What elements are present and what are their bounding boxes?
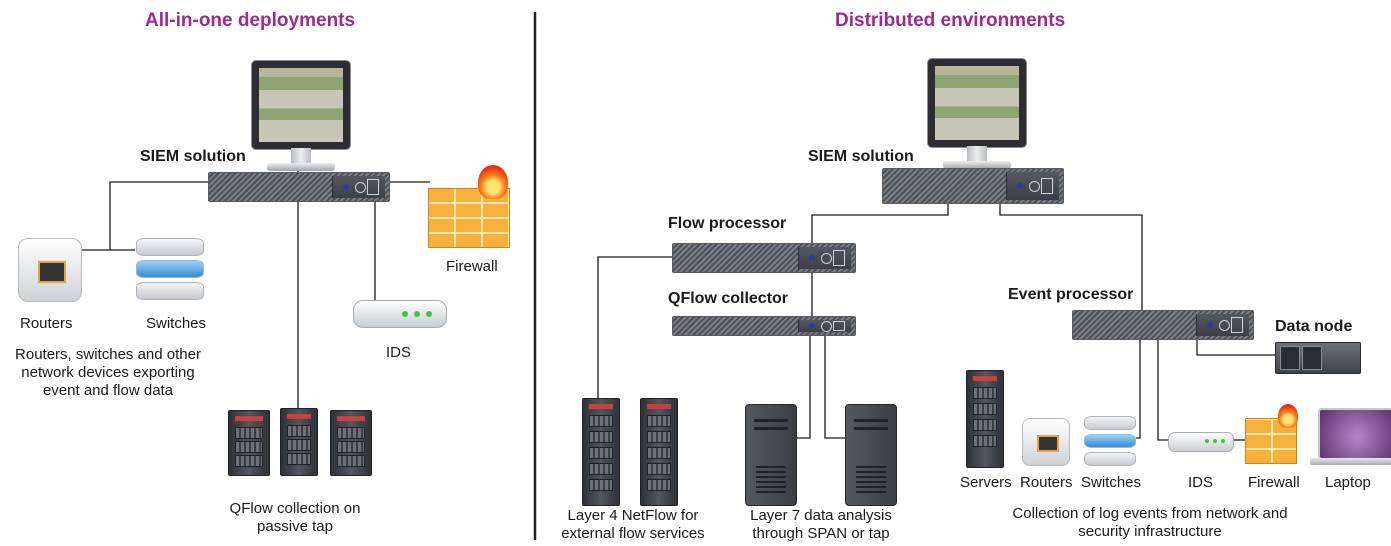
right-ids-label: IDS (1188, 474, 1214, 491)
left-firewall-label: Firewall (446, 258, 498, 275)
line-event-switches (1136, 338, 1141, 439)
layer4-caption: Layer 4 NetFlow for external flow servic… (561, 507, 705, 542)
qflow-collector-label: QFlow collector (668, 290, 789, 307)
left-ids-icon (353, 300, 447, 328)
line-siem-routers (78, 181, 208, 251)
laptop-icon (1310, 408, 1391, 466)
qflow-collector-server-icon (672, 316, 856, 336)
data-node-icon (1275, 342, 1361, 374)
left-siem-server-icon (208, 172, 390, 202)
left-title: All-in-one deployments (145, 10, 356, 31)
data-node-label: Data node (1275, 318, 1353, 335)
line-siem-flowproc (811, 202, 949, 243)
right-routers-label: Routers (1020, 474, 1073, 491)
left-switches-label: Switches (146, 315, 207, 332)
right-monitor-icon (927, 58, 1027, 170)
laptop-label: Laptop (1325, 474, 1371, 491)
span-pc-icon-1 (745, 404, 797, 506)
line-flowproc-layer4 (597, 256, 672, 398)
right-siem-server-icon (882, 168, 1064, 204)
qflow-server-icon-3 (330, 410, 372, 476)
line-qflow-pc1 (795, 334, 811, 439)
line-event-ids (1157, 338, 1168, 441)
qflow-caption: QFlow collection on passive tap (229, 500, 361, 535)
left-switch-icon (136, 238, 204, 304)
line-event-datanode (1196, 338, 1275, 356)
flow-processor-label: Flow processor (668, 215, 787, 232)
right-siem-label: SIEM solution (808, 148, 914, 165)
left-monitor-icon (251, 60, 351, 172)
right-ids-icon (1168, 432, 1234, 452)
left-fire-icon (478, 165, 508, 199)
right-firewall-label: Firewall (1248, 474, 1300, 491)
left-ids-label: IDS (386, 344, 412, 361)
qflow-server-icon-2 (280, 408, 318, 476)
left-router-icon (18, 238, 82, 302)
event-processor-label: Event processor (1008, 286, 1134, 303)
line-siem-eventproc (999, 202, 1143, 310)
line-qflow-pc2 (824, 334, 845, 439)
right-firewall-icon (1245, 418, 1297, 464)
netflow-server-icon-2 (640, 398, 678, 506)
right-router-icon (1022, 418, 1070, 466)
right-switches-label: Switches (1081, 474, 1142, 491)
right-title: Distributed environments (835, 10, 1066, 31)
layer7-caption: Layer 7 data analysis through SPAN or ta… (750, 507, 892, 542)
right-fire-icon (1278, 404, 1298, 428)
netflow-server-icon-1 (582, 398, 620, 506)
qflow-server-icon-1 (228, 410, 270, 476)
span-pc-icon-2 (845, 404, 897, 506)
right-switch-icon (1084, 416, 1136, 470)
left-routers-label: Routers (20, 315, 73, 332)
servers-icon (966, 370, 1004, 468)
left-devices-caption: Routers, switches and other network devi… (15, 346, 201, 399)
servers-label: Servers (960, 474, 1012, 491)
flow-processor-server-icon (672, 243, 856, 273)
event-processor-server-icon (1072, 310, 1254, 340)
collection-caption: Collection of log events from network an… (1012, 505, 1288, 540)
left-siem-label: SIEM solution (140, 148, 246, 165)
